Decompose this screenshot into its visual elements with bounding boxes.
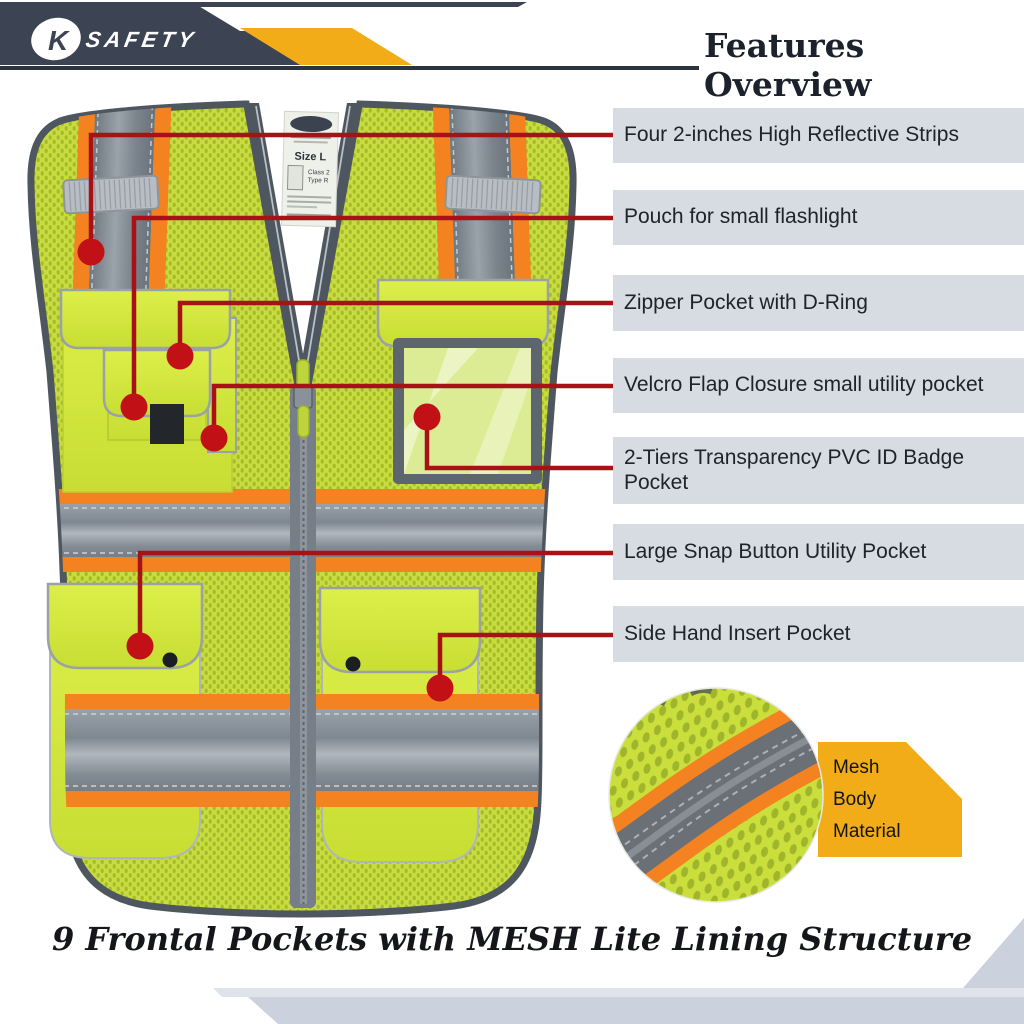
feature-label-zipper-pocket: Zipper Pocket with D-Ring xyxy=(613,275,1024,331)
feature-label-flashlight-pouch: Pouch for small flashlight xyxy=(613,190,1024,245)
callout-dot xyxy=(126,632,154,660)
velcro-strap xyxy=(150,404,184,444)
callout-line-reflective-strips xyxy=(88,132,614,252)
feature-text: 2-Tiers Transparency PVC ID Badge Pocket xyxy=(624,446,965,494)
callout-line-side-pocket xyxy=(437,632,614,688)
callout-line-flashlight-pouch xyxy=(131,215,614,407)
zipper-slider xyxy=(293,385,313,409)
bottom-decor-band xyxy=(213,918,1024,1024)
webbing-loop-right xyxy=(444,174,542,215)
footer-title: 9 Frontal Pockets with MESH Lite Lining … xyxy=(51,920,973,958)
logo-monogram: K xyxy=(48,25,70,56)
chest-pocket-right xyxy=(376,278,550,484)
callout-line-velcro-pocket xyxy=(211,383,614,438)
callout-line-zipper-pocket xyxy=(177,300,614,356)
inset-caption-text: Mesh Body Material xyxy=(833,757,901,842)
snap-button-right xyxy=(345,656,361,672)
callout-lines xyxy=(88,132,614,688)
logo-droplet xyxy=(31,17,81,61)
feature-label-id-badge-pocket: 2-Tiers Transparency PVC ID Badge Pocket xyxy=(613,437,1024,504)
feature-label-snap-pocket: Large Snap Button Utility Pocket xyxy=(613,524,1024,580)
tag-type: Type R xyxy=(308,177,329,185)
callout-dot xyxy=(120,393,148,421)
tag-vest-icon xyxy=(286,164,304,191)
mesh-detail-inset xyxy=(609,688,823,902)
brand-logo-text: SAFETY xyxy=(83,27,200,52)
tag-class: Class 2 xyxy=(308,169,330,177)
callout-dot xyxy=(413,403,441,431)
callout-dot xyxy=(77,238,105,266)
feature-text: Zipper Pocket with D-Ring xyxy=(624,290,868,314)
callout-dot xyxy=(166,342,194,370)
chest-flap-left xyxy=(59,288,232,350)
callout-dots xyxy=(77,238,454,702)
safety-vest: Size L Class 2 Type R xyxy=(28,100,578,914)
zipper xyxy=(290,359,316,908)
page-title: Features Overview xyxy=(704,26,872,104)
tag-logo xyxy=(290,115,333,133)
inset-caption-tag xyxy=(818,742,962,857)
feature-text: Large Snap Button Utility Pocket xyxy=(624,539,927,563)
feature-label-velcro-pocket: Velcro Flap Closure small utility pocket xyxy=(613,358,1024,413)
inset-circle-edge xyxy=(608,687,824,903)
webbing-loop-left xyxy=(62,174,160,215)
feature-text: Four 2-inches High Reflective Strips xyxy=(624,123,959,147)
feature-text: Pouch for small flashlight xyxy=(624,205,858,229)
callout-dot xyxy=(200,424,228,452)
feature-text: Velcro Flap Closure small utility pocket xyxy=(624,373,984,397)
banner-gold-stripe xyxy=(240,28,412,65)
feature-label-side-pocket: Side Hand Insert Pocket xyxy=(613,606,1024,662)
callout-line-snap-pocket xyxy=(137,550,614,646)
zipper-pull xyxy=(297,405,310,438)
header-rule xyxy=(0,66,699,70)
waist-pocket-flap-right xyxy=(318,586,482,674)
chest-flap-right xyxy=(376,278,550,348)
callout-line-id-badge-pocket xyxy=(424,417,614,471)
callout-dot xyxy=(426,674,454,702)
feature-label-reflective-strips: Four 2-inches High Reflective Strips xyxy=(613,108,1024,163)
top-banner: K xyxy=(0,2,699,70)
feature-text: Side Hand Insert Pocket xyxy=(624,621,851,645)
neck-tag: Size L Class 2 Type R xyxy=(281,110,340,228)
waist-pocket-flap-left xyxy=(46,582,204,670)
snap-button-left xyxy=(162,652,178,668)
chest-pocket-left xyxy=(59,288,237,493)
tag-size: Size L xyxy=(294,151,326,164)
